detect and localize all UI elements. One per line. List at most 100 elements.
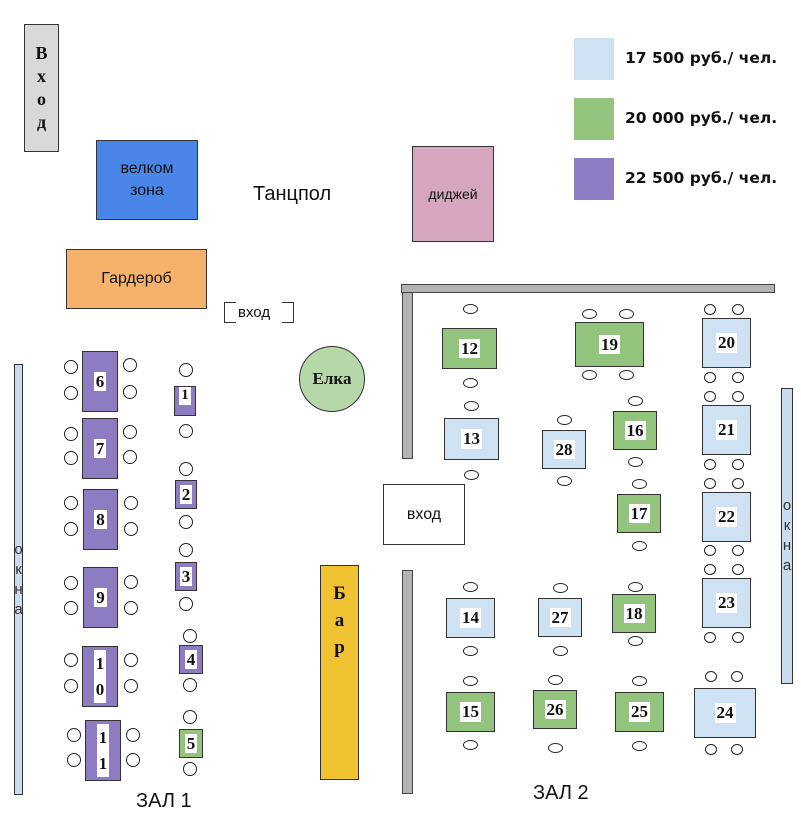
- chair[interactable]: [123, 385, 137, 399]
- chair[interactable]: [64, 679, 78, 693]
- chair[interactable]: [705, 670, 717, 682]
- chair[interactable]: [704, 458, 716, 470]
- table-25[interactable]: 25: [615, 692, 664, 732]
- chair[interactable]: [463, 401, 479, 411]
- chair[interactable]: [705, 743, 717, 755]
- chair[interactable]: [704, 544, 716, 556]
- table-16[interactable]: 16: [613, 411, 657, 450]
- chair[interactable]: [732, 371, 744, 383]
- chair[interactable]: [179, 462, 193, 476]
- table-23[interactable]: 23: [702, 578, 751, 628]
- chair[interactable]: [704, 477, 716, 489]
- chair[interactable]: [462, 378, 478, 388]
- chair[interactable]: [732, 563, 744, 575]
- chair[interactable]: [183, 629, 197, 643]
- chair[interactable]: [67, 753, 81, 767]
- chair[interactable]: [631, 479, 647, 489]
- chair[interactable]: [631, 741, 647, 751]
- chair[interactable]: [124, 601, 138, 615]
- chair[interactable]: [704, 371, 716, 383]
- chair[interactable]: [462, 676, 478, 686]
- chair[interactable]: [124, 679, 138, 693]
- table-5[interactable]: 5: [179, 729, 203, 758]
- chair[interactable]: [556, 415, 572, 425]
- chair[interactable]: [732, 458, 744, 470]
- chair[interactable]: [547, 743, 563, 753]
- chair[interactable]: [731, 670, 743, 682]
- chair[interactable]: [627, 396, 643, 406]
- chair[interactable]: [179, 363, 193, 377]
- table-10[interactable]: 1 0: [82, 646, 118, 707]
- chair[interactable]: [552, 646, 568, 656]
- small-entrance[interactable]: вход: [224, 302, 294, 324]
- chair[interactable]: [704, 563, 716, 575]
- chair[interactable]: [627, 582, 643, 592]
- table-20[interactable]: 20: [702, 318, 751, 368]
- chair[interactable]: [731, 743, 743, 755]
- chair[interactable]: [552, 583, 568, 593]
- table-3[interactable]: 3: [175, 562, 197, 591]
- table-27[interactable]: 27: [538, 598, 582, 637]
- chair[interactable]: [64, 451, 78, 465]
- chair[interactable]: [64, 360, 78, 374]
- chair[interactable]: [126, 753, 140, 767]
- table-8[interactable]: 8: [83, 489, 118, 550]
- table-13[interactable]: 13: [444, 418, 499, 460]
- chair[interactable]: [732, 477, 744, 489]
- chair[interactable]: [556, 476, 572, 486]
- chair[interactable]: [618, 370, 634, 380]
- table-4[interactable]: 4: [179, 645, 203, 674]
- chair[interactable]: [183, 678, 197, 692]
- main-entrance[interactable]: В х о д: [24, 24, 59, 152]
- chair[interactable]: [732, 544, 744, 556]
- table-1[interactable]: 1: [174, 386, 196, 416]
- chair[interactable]: [179, 424, 193, 438]
- chair[interactable]: [627, 457, 643, 467]
- chair[interactable]: [179, 515, 193, 529]
- table-6[interactable]: 6: [82, 351, 118, 412]
- chair[interactable]: [64, 427, 78, 441]
- chair[interactable]: [627, 636, 643, 646]
- table-9[interactable]: 9: [83, 567, 118, 628]
- table-15[interactable]: 15: [446, 692, 495, 732]
- chair[interactable]: [462, 646, 478, 656]
- hall2-entrance[interactable]: вход: [383, 484, 465, 545]
- chair[interactable]: [64, 601, 78, 615]
- table-14[interactable]: 14: [446, 598, 495, 638]
- chair[interactable]: [64, 653, 78, 667]
- chair[interactable]: [631, 541, 647, 551]
- chair[interactable]: [126, 728, 140, 742]
- chair[interactable]: [581, 370, 597, 380]
- chair[interactable]: [462, 582, 478, 592]
- chair[interactable]: [704, 390, 716, 402]
- table-2[interactable]: 2: [175, 480, 197, 509]
- chair[interactable]: [64, 522, 78, 536]
- chair[interactable]: [124, 522, 138, 536]
- chair[interactable]: [732, 303, 744, 315]
- chair[interactable]: [704, 303, 716, 315]
- welcome-zone[interactable]: велком зона: [96, 140, 198, 220]
- chair[interactable]: [581, 309, 597, 319]
- chair[interactable]: [462, 740, 478, 750]
- chair[interactable]: [704, 631, 716, 643]
- wardrobe[interactable]: Гардероб: [66, 249, 207, 309]
- chair[interactable]: [67, 728, 81, 742]
- table-17[interactable]: 17: [617, 494, 661, 533]
- table-28[interactable]: 28: [542, 430, 586, 469]
- table-19[interactable]: 19: [575, 322, 644, 367]
- table-11[interactable]: 1 1: [85, 720, 121, 781]
- chair[interactable]: [463, 470, 479, 480]
- table-24[interactable]: 24: [694, 688, 756, 738]
- table-21[interactable]: 21: [702, 405, 751, 455]
- chair[interactable]: [618, 309, 634, 319]
- chair[interactable]: [179, 597, 193, 611]
- chair[interactable]: [547, 675, 563, 685]
- chair[interactable]: [183, 710, 197, 724]
- chair[interactable]: [124, 496, 138, 510]
- chair[interactable]: [123, 425, 137, 439]
- chair[interactable]: [631, 676, 647, 686]
- table-22[interactable]: 22: [702, 492, 751, 542]
- table-7[interactable]: 7: [82, 418, 118, 479]
- table-18[interactable]: 18: [612, 594, 656, 633]
- chair[interactable]: [124, 653, 138, 667]
